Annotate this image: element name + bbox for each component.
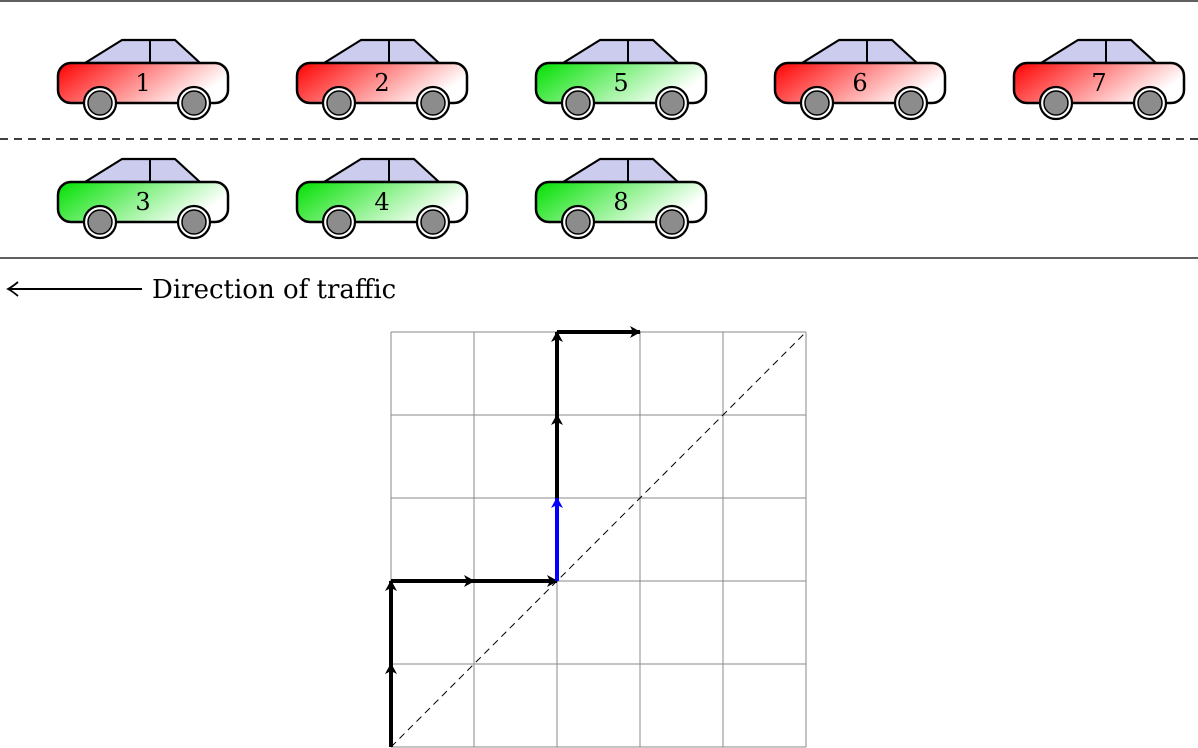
hubcap-icon [659,209,685,235]
car-2: 2 [295,38,469,121]
diagonal-line [390,331,807,748]
car-cabin [561,157,680,184]
car-cabin [83,157,202,184]
direction-label: Direction of traffic [152,275,396,305]
car-cabin [561,38,680,65]
hubcap-icon [804,90,830,116]
car-cabin [800,38,919,65]
hubcap-icon [326,209,352,235]
hubcap-icon [181,90,207,116]
lattice-path [385,326,641,747]
car-number: 7 [1091,69,1106,97]
car-number: 6 [852,69,867,97]
direction-arrowhead-icon [5,281,19,297]
hubcap-icon [420,90,446,116]
hubcap-icon [659,90,685,116]
car-1: 1 [56,38,230,121]
car-5: 5 [534,38,708,121]
hubcap-icon [87,90,113,116]
car-number: 8 [613,188,628,216]
car-number: 1 [135,69,150,97]
car-cabin [322,38,441,65]
hubcap-icon [420,209,446,235]
car-number: 2 [374,69,389,97]
car-number: 5 [613,69,628,97]
hubcap-icon [326,90,352,116]
car-3: 3 [56,157,230,240]
road: 1 2 5 6 7 3 4 8 [0,0,1198,259]
hubcap-icon [565,209,591,235]
lattice-path-grid [385,326,807,748]
car-cabin [322,157,441,184]
hubcap-icon [87,209,113,235]
lane-2: 3 4 8 [56,157,708,240]
car-6: 6 [773,38,947,121]
car-7: 7 [1012,38,1186,121]
hubcap-icon [181,209,207,235]
car-number: 4 [374,188,389,216]
car-8: 8 [534,157,708,240]
lane-1: 1 2 5 6 7 [56,38,1186,121]
car-number: 3 [135,188,150,216]
hubcap-icon [1137,90,1163,116]
car-cabin [1039,38,1158,65]
hubcap-icon [898,90,924,116]
car-4: 4 [295,157,469,240]
hubcap-icon [565,90,591,116]
direction-indicator: Direction of traffic [5,275,396,305]
hubcap-icon [1043,90,1069,116]
car-cabin [83,38,202,65]
